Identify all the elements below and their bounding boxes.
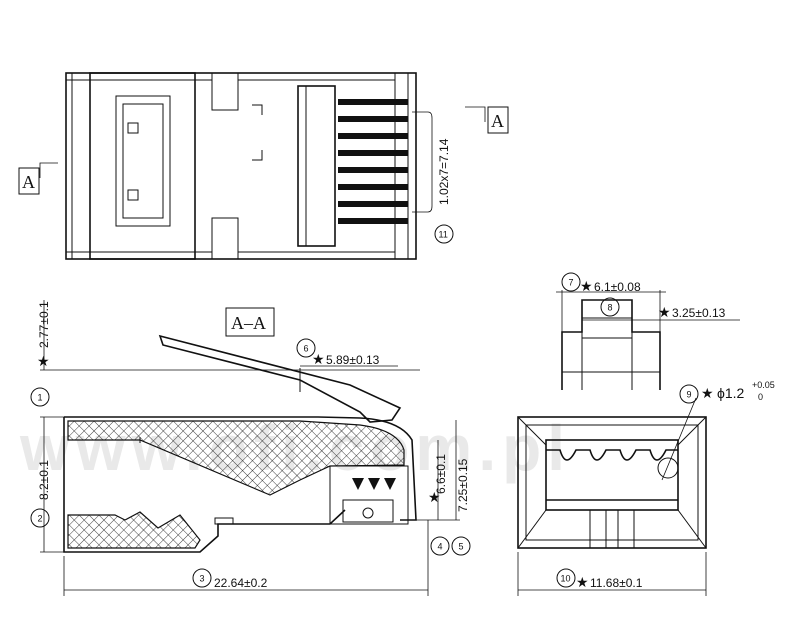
callout-2: 2 — [38, 514, 43, 524]
star-symbol: ★ — [701, 385, 714, 401]
dim-11-68: 11.68±0.1 — [590, 576, 643, 590]
section-view: A–A ★ 2.77±0.1 8.2±0.1 1 2 — [30, 300, 471, 596]
front-view: 7 ★ 6.1±0.08 8 ★ 3.25±0.13 9 ★ ϕ1.2 +0.0… — [517, 272, 775, 596]
section-marker-right: A — [491, 111, 504, 131]
callout-11: 11 — [439, 230, 448, 240]
star-symbol: ★ — [576, 574, 589, 590]
callout-6: 6 — [304, 344, 309, 354]
section-title: A–A — [231, 313, 266, 333]
callout-9: 9 — [687, 390, 692, 400]
dim-6-1: 6.1±0.08 — [594, 280, 641, 294]
dim-7-25: 7.25±0.15 — [456, 458, 470, 512]
dim-5-89: 5.89±0.13 — [326, 353, 380, 367]
dim-dia-1-2: ϕ1.2 — [717, 385, 745, 401]
dim-8-2: 8.2±0.1 — [37, 460, 51, 500]
star-symbol: ★ — [658, 304, 671, 320]
callout-3: 3 — [200, 574, 205, 584]
star-symbol: ★ — [312, 351, 325, 367]
star-symbol: ★ — [37, 353, 50, 369]
tol-upper: +0.05 — [752, 380, 775, 390]
dim-3-25: 3.25±0.13 — [672, 306, 726, 320]
contact-blades — [338, 99, 408, 224]
callout-10: 10 — [561, 574, 571, 584]
dim-22-64: 22.64±0.2 — [214, 576, 268, 590]
star-symbol: ★ — [428, 489, 441, 505]
callout-4: 4 — [438, 542, 443, 552]
callout-5: 5 — [459, 542, 464, 552]
pitch-dimension: 1.02x7=7.14 — [437, 138, 451, 205]
callout-8: 8 — [608, 303, 613, 313]
dim-2-77: 2.77±0.1 — [37, 301, 51, 348]
callout-7: 7 — [569, 278, 574, 288]
section-marker-left: A — [22, 172, 35, 192]
tol-lower: 0 — [758, 392, 763, 402]
star-symbol: ★ — [580, 278, 593, 294]
dim-6-6: 6.6±0.1 — [434, 454, 448, 494]
top-view: 1.02x7=7.14 A A 11 — [18, 72, 509, 260]
callout-1: 1 — [38, 393, 43, 403]
